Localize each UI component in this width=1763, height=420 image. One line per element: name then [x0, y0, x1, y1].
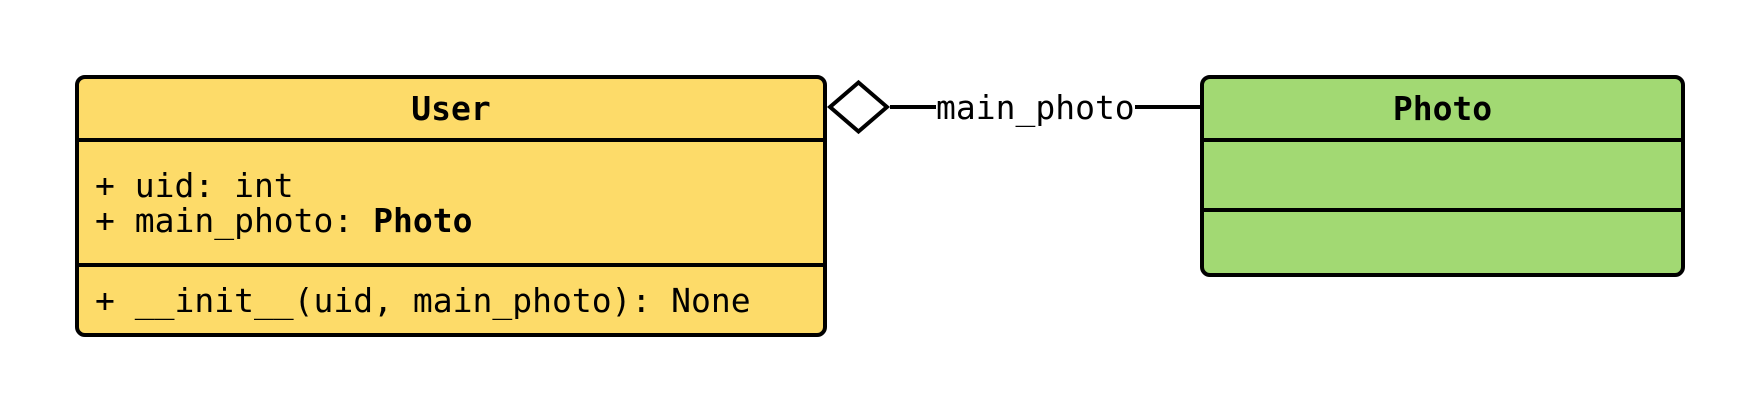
- attribute-text: + main_photo:: [95, 200, 374, 240]
- aggregation-diamond-icon: [827, 79, 890, 135]
- relationship-line-left: [890, 105, 936, 109]
- photo-methods-compartment: [1204, 212, 1681, 273]
- attribute-row: + uid: int: [95, 168, 823, 203]
- relationship-user-photo: main_photo: [827, 79, 1200, 135]
- user-attributes-compartment: + uid: int + main_photo: Photo: [79, 142, 823, 267]
- photo-class-header: Photo: [1204, 79, 1681, 142]
- class-box-photo: Photo: [1200, 75, 1685, 277]
- user-class-title: User: [411, 89, 491, 128]
- relationship-line-right: [1134, 105, 1200, 109]
- class-box-user: User + uid: int + main_photo: Photo + __…: [75, 75, 827, 337]
- relationship-label: main_photo: [936, 87, 1135, 127]
- attribute-row: + main_photo: Photo: [95, 203, 823, 238]
- user-class-header: User: [79, 79, 823, 142]
- attribute-type: Photo: [373, 200, 473, 240]
- attribute-text: + uid: int: [95, 165, 294, 205]
- user-methods-compartment: + __init__(uid, main_photo): None: [79, 267, 823, 333]
- photo-class-title: Photo: [1392, 89, 1493, 128]
- photo-attributes-compartment: [1204, 142, 1681, 212]
- method-row: + __init__(uid, main_photo): None: [95, 280, 751, 320]
